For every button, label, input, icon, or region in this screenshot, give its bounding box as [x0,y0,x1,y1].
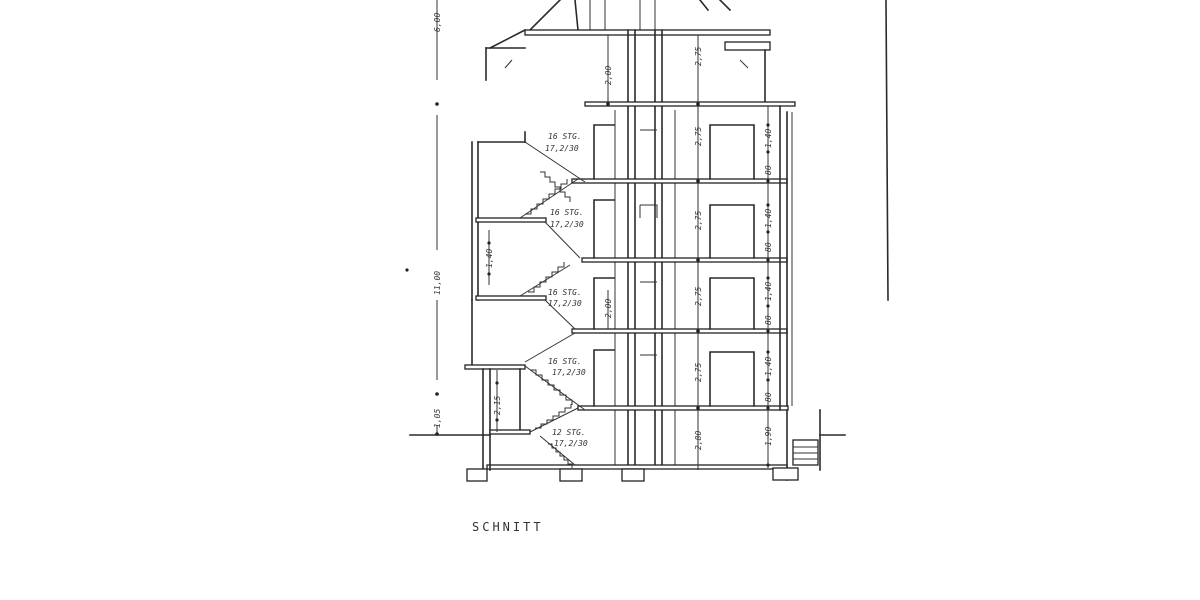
overall-dimension-chain [405,0,439,436]
mid-clear-dim: 2,00 [604,299,613,318]
stair-note-2-line1: 16 STG. [550,208,584,217]
stair-tower [464,131,547,471]
storey-height-1: 2,75 [694,47,703,66]
window-dim-8: 80 [764,392,773,402]
entry-dim: 2,15 [493,396,502,415]
stair-note-4-line2: 17,2/30 [552,368,586,377]
window-dim-4: 80 [764,242,773,252]
windows-right [709,124,755,407]
doors [593,124,658,407]
storey-height-2: 2,75 [694,127,703,146]
window-dim-1: 1,40 [764,129,773,148]
window-dim-3: 1,40 [764,209,773,228]
storey-dimension-chain [606,35,700,470]
window-dim-5: 1,40 [764,282,773,301]
roof [485,0,771,103]
storey-height-4: 2,75 [694,287,703,306]
overall-dim-bottom: 1,05 [433,409,442,428]
stair-note-1-line2: 17,2/30 [545,144,579,153]
sheet-border-line [885,0,889,301]
overall-dim-middle: 11,00 [433,271,442,295]
stair-note-3-line1: 16 STG. [548,288,582,297]
stair-note-1-line1: 16 STG. [548,132,582,141]
window-dim-9: 1,90 [764,427,773,446]
storey-height-5: 2,75 [694,363,703,382]
window-dim-7: 1,40 [764,357,773,376]
left-stair-dim: 1,40 [485,249,494,268]
overall-dim-top: 6,00 [433,13,442,32]
stair-note-5-line1: 12 STG. [552,428,586,437]
window-dim-2: 80 [764,165,773,175]
stair-dimension-chain [487,230,499,432]
floor-slabs [486,101,796,470]
ground-and-foundation [409,409,846,482]
window-dimension-chain [766,106,770,468]
window-dim-6: 80 [764,315,773,325]
right-facade [772,105,799,481]
attic-dim: 2,00 [604,66,613,85]
stair-note-2-line2: 17,2/30 [550,220,584,229]
storey-height-3: 2,75 [694,211,703,230]
stair-note-3-line2: 17,2/30 [548,299,582,308]
stair-flights [519,141,586,468]
stair-note-4-line1: 16 STG. [548,357,582,366]
drawing-title: SCHNITT [472,520,544,534]
shaft [614,29,676,466]
storey-height-6: 2,80 [694,431,703,450]
stair-note-5-line2: 17,2/30 [554,439,588,448]
